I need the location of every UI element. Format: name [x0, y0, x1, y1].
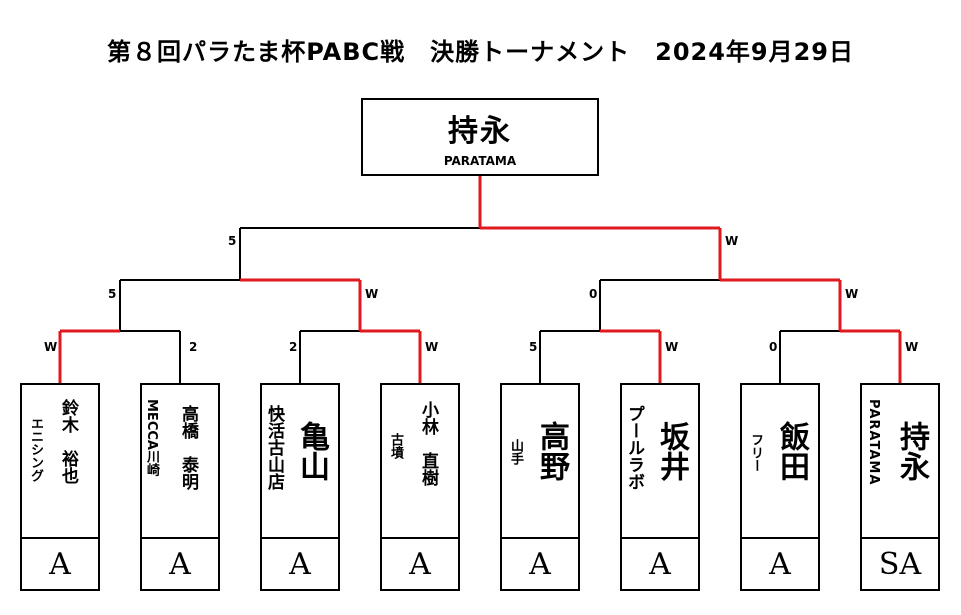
player-team: 快活古山店 — [264, 405, 284, 490]
player-name: 亀山 — [294, 421, 329, 481]
score-r1-6: W — [665, 340, 679, 354]
score-r2-1: 5 — [108, 287, 117, 301]
player-card-8: 持永 PARATAMA SA — [860, 383, 940, 591]
player-name: 小林 直樹 — [418, 401, 438, 486]
player-card-5: 高野 山手 A — [500, 383, 580, 591]
score-final-1: 5 — [228, 234, 237, 248]
score-r2-3: 0 — [589, 287, 598, 301]
player-rank: A — [742, 537, 818, 591]
score-r1-1: W — [44, 340, 58, 354]
player-rank: SA — [862, 537, 938, 591]
score-r1-2: 2 — [189, 340, 198, 354]
player-rank: A — [142, 537, 218, 591]
player-team: 山手 — [508, 439, 523, 465]
player-team: フリー — [748, 433, 763, 472]
champion-box: 持永 PARATAMA — [361, 98, 599, 176]
player-card-7: 飯田 フリー A — [740, 383, 820, 591]
player-rank: A — [622, 537, 698, 591]
player-card-2: 高橋 泰明 MECCA川崎 A — [140, 383, 220, 591]
champion-team: PARATAMA — [443, 154, 517, 168]
score-r1-3: 2 — [289, 340, 298, 354]
player-rank: A — [382, 537, 458, 591]
score-r1-8: W — [905, 340, 919, 354]
page-title: 第８回パラたま杯PABC戦 決勝トーナメント 2024年9月29日 — [106, 38, 855, 66]
player-rank: A — [262, 537, 338, 591]
score-r1-4: W — [425, 340, 439, 354]
score-r2-2: W — [365, 287, 379, 301]
player-team: 古墳 — [388, 433, 403, 459]
player-name: 飯田 — [774, 421, 809, 481]
losing-lines — [119, 227, 840, 383]
player-card-4: 小林 直樹 古墳 A — [380, 383, 460, 591]
score-r2-4: W — [845, 287, 859, 301]
score-r1-7: 0 — [769, 340, 778, 354]
player-name: 鈴木 裕也 — [58, 399, 78, 484]
player-card-6: 坂井 プールラボ A — [620, 383, 700, 591]
player-team: プールラボ — [624, 405, 644, 490]
player-team: エニシング — [28, 417, 43, 482]
player-name: 高橋 泰明 — [178, 405, 198, 490]
score-r1-5: 5 — [529, 340, 538, 354]
player-name: 坂井 — [654, 421, 689, 481]
player-team: PARATAMA — [866, 399, 881, 486]
player-rank: A — [22, 537, 98, 591]
champion-name: 持永 — [448, 114, 512, 149]
player-card-1: 鈴木 裕也 エニシング A — [20, 383, 100, 591]
score-final-2: W — [725, 234, 739, 248]
player-name: 高野 — [534, 421, 569, 481]
winning-lines — [58, 176, 902, 383]
player-team: MECCA川崎 — [144, 399, 159, 476]
player-name: 持永 — [894, 421, 929, 481]
player-rank: A — [502, 537, 578, 591]
player-card-3: 亀山 快活古山店 A — [260, 383, 340, 591]
